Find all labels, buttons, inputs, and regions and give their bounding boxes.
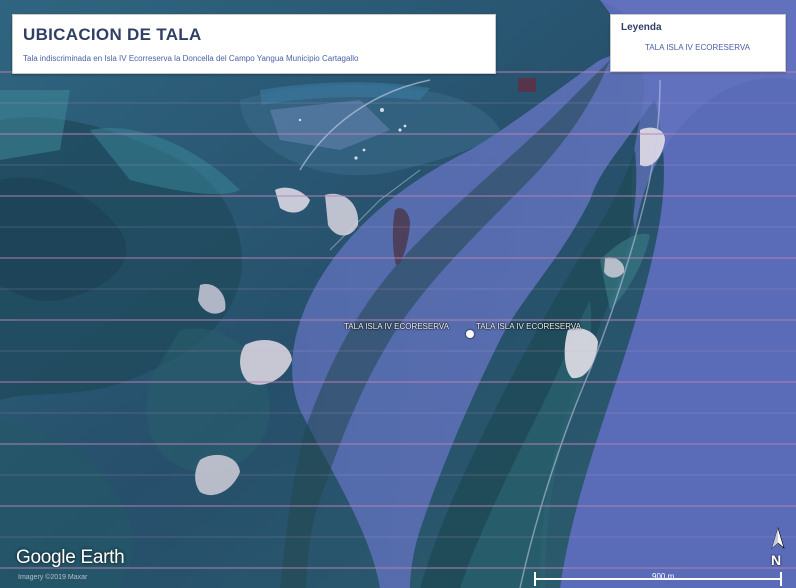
- placemark-label-right[interactable]: TALA ISLA IV ECORESERVA: [476, 322, 581, 331]
- placemark-label-left[interactable]: TALA ISLA IV ECORESERVA: [344, 322, 449, 331]
- scale-bar: 900 m: [534, 572, 782, 586]
- scale-bar-tick-left: [534, 572, 536, 586]
- legend-panel: Leyenda TALA ISLA IV ECORESERVA: [610, 14, 786, 72]
- legend-heading: Leyenda: [621, 22, 662, 33]
- scale-bar-label: 900 m: [652, 572, 675, 581]
- placemark-pin-icon[interactable]: [466, 330, 474, 338]
- north-label: N: [771, 552, 782, 568]
- google-earth-logo: Google Earth: [16, 547, 125, 568]
- title-panel: UBICACION DE TALA Tala indiscriminada en…: [12, 14, 496, 74]
- north-arrow[interactable]: N: [768, 526, 788, 570]
- legend-entry-label: TALA ISLA IV ECORESERVA: [645, 43, 750, 52]
- scale-bar-tick-right: [780, 572, 782, 586]
- map-title: UBICACION DE TALA: [23, 25, 202, 44]
- scale-bar-line: [534, 578, 782, 580]
- map-subtitle: Tala indiscriminada en Isla IV Ecorreser…: [23, 54, 359, 63]
- north-arrow-icon: [771, 526, 785, 549]
- imagery-copyright: Imagery ©2019 Maxar: [18, 574, 88, 581]
